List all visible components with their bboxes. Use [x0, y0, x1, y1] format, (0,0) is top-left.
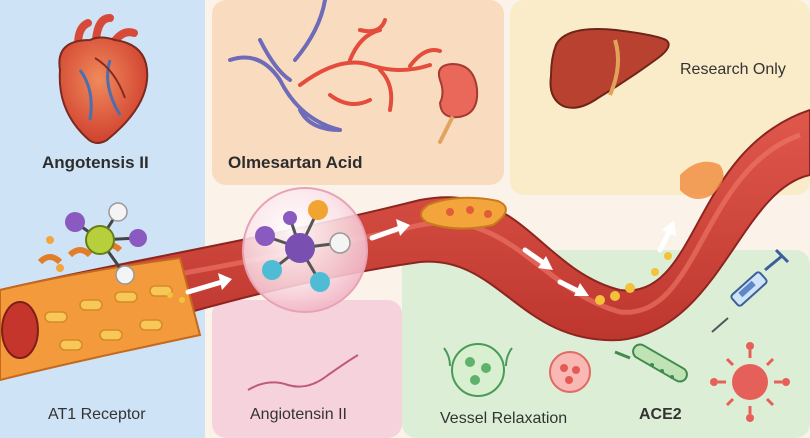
nerve-icon [228, 0, 442, 132]
virus-icon [710, 342, 790, 422]
cell-icon [443, 343, 591, 397]
particle-dots [167, 252, 672, 305]
olmesartan-panel-label: Olmesartan Acid [228, 153, 363, 172]
heart-icon [58, 14, 149, 144]
kidney-icon [437, 62, 479, 144]
vessel-relaxation-label: Vessel Relaxation [440, 410, 568, 427]
molecule-icon [46, 202, 147, 285]
angiotensin-bottom-label: Angiotensin II [250, 406, 347, 423]
panel-top-middle [212, 0, 504, 185]
flow-arrows [185, 219, 676, 296]
liver-icon [549, 28, 670, 109]
squiggle-decoration [247, 354, 359, 391]
panel-bottom-middle [212, 300, 402, 438]
panel-bottom-right [402, 250, 810, 438]
drug-bubble-icon [242, 187, 368, 313]
syringe-icon [711, 248, 790, 333]
research-note-label: Research Only [680, 61, 786, 78]
plaque-icon [420, 161, 724, 230]
receptor-panel-label: AT1 Receptor [48, 406, 146, 423]
angiotensin-panel-label: Angotensis II [42, 153, 149, 172]
thermometer-icon [614, 343, 688, 383]
ace2-label: ACE2 [639, 406, 682, 423]
